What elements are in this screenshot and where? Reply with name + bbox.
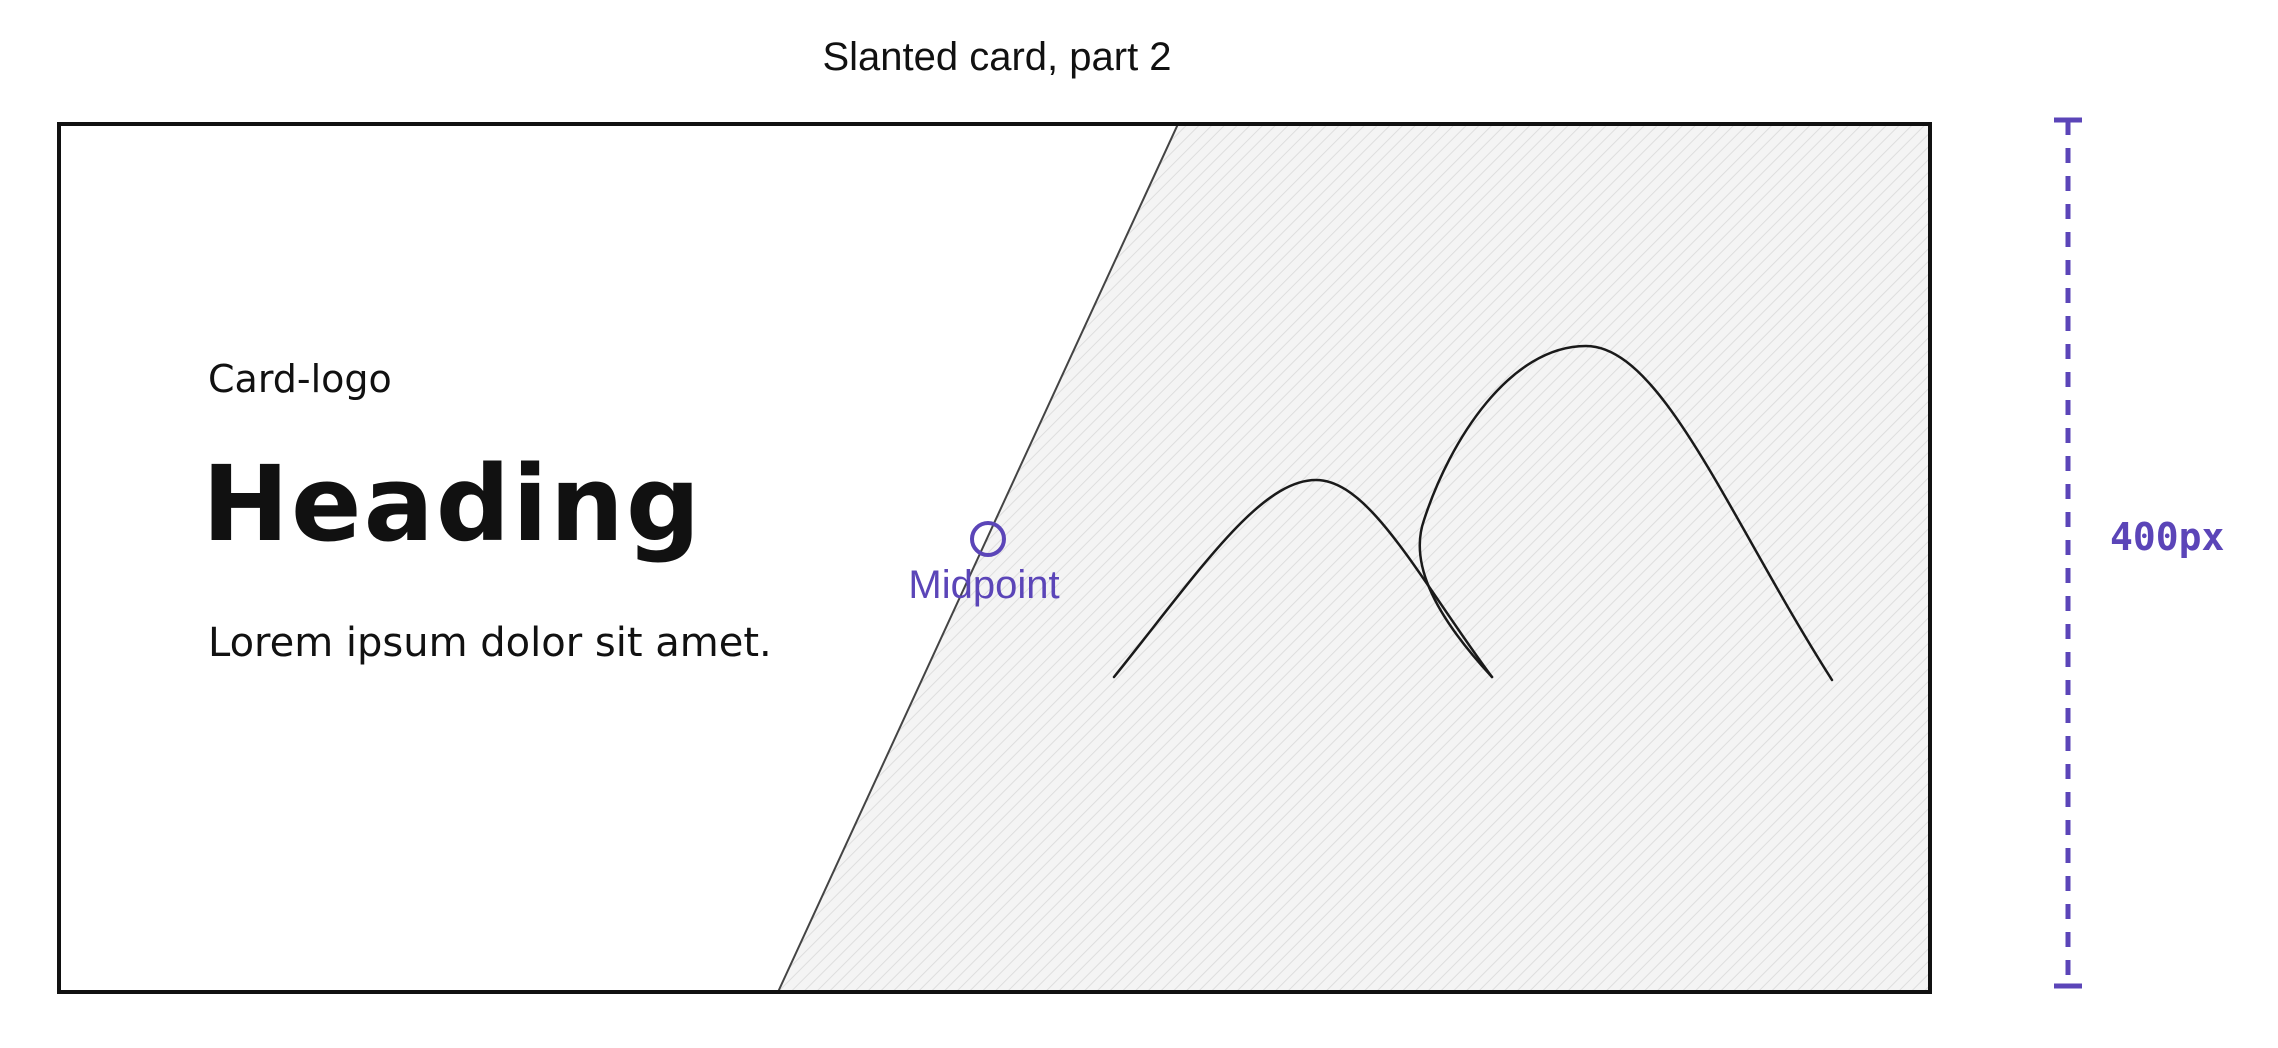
card-outline (57, 122, 1932, 994)
midpoint-label: Midpoint (908, 563, 1059, 607)
card-logo: Card-logo (208, 357, 392, 401)
slant-edge (777, 123, 1179, 993)
height-label: 400px (2110, 515, 2224, 559)
midpoint-marker (970, 521, 1006, 557)
card-heading: Heading (202, 443, 702, 565)
slanted-image-region (778, 124, 1930, 992)
card-body-text: Lorem ipsum dolor sit amet. (208, 620, 772, 666)
height-dimension-line (2054, 117, 2082, 989)
mountains-icon (1112, 344, 1834, 682)
diagram-title: Slanted card, part 2 (822, 35, 1171, 79)
